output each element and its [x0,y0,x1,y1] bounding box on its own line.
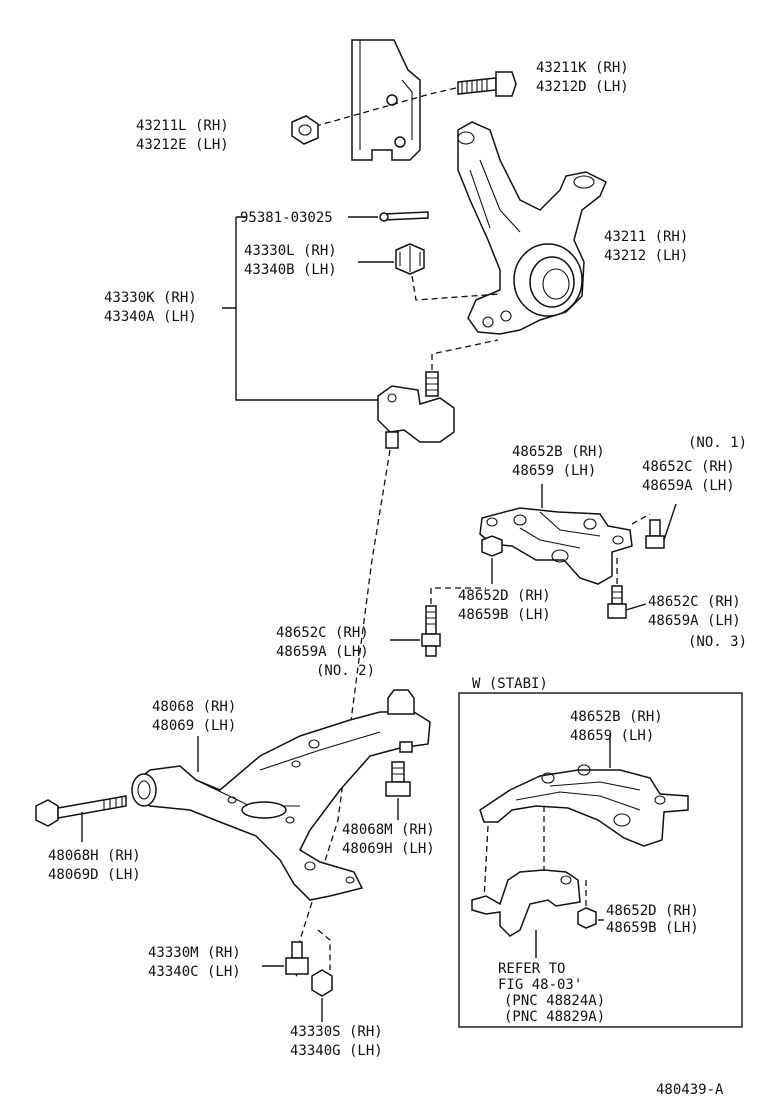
ball-joint-nut [311,969,333,1022]
label-castle-nut-rh: 43330L (RH) [244,243,337,259]
label-knuckle-nut-rh: 43211L (RH) [136,118,229,134]
label-bolt-no3-rh: 48652C (RH) [648,594,741,610]
label-refer-2: FIG 48-03' [498,977,582,993]
cotter-pin [348,211,429,222]
label-cotter-pin: 95381-03025 [240,210,333,226]
label-long-bolt-rh: 48068H (RH) [48,848,141,864]
label-bracket-top-rh: 48652B (RH) [512,444,605,460]
label-knuckle-nut-lh: 43212E (LH) [136,137,229,153]
bracket-nut [481,535,503,584]
label-refer-3: (PNC 48824A) [504,993,605,1009]
label-lower-arm-rh: 48068 (RH) [152,699,236,715]
labels: 43211K (RH) 43212D (LH) 43211L (RH) 4321… [48,60,747,1098]
label-knuckle-rh: 43211 (RH) [604,229,688,245]
label-no2-tag: (NO. 2) [316,663,375,679]
label-no3-tag: (NO. 3) [688,634,747,650]
strut-illustration [351,39,421,161]
label-no1-tag: (NO. 1) [688,435,747,451]
label-bolt-no1-lh: 48659A (LH) [642,478,735,494]
label-arm-bolt-lh: 48069H (LH) [342,841,435,857]
label-ball-joint-rh: 43330K (RH) [104,290,197,306]
label-knuckle-lh: 43212 (LH) [604,248,688,264]
bracket-bolt-no2 [390,587,486,657]
label-bolt-no1-rh: 48652C (RH) [642,459,735,475]
lower-arm-bolt-long [35,795,127,842]
label-knuckle-bolt-lh: 43212D (LH) [536,79,629,95]
inset-title: W (STABI) [472,676,548,692]
label-castle-nut-lh: 43340B (LH) [244,262,337,278]
knuckle-bolt [315,71,517,127]
label-bj-nut-rh: 43330S (RH) [290,1024,383,1040]
label-bolt-no3-lh: 48659A (LH) [648,613,741,629]
label-refer-1: REFER TO [498,961,565,977]
bracket-bolt-no1 [631,503,677,549]
ball-joint-bolt [262,929,331,975]
label-lower-arm-lh: 48069 (LH) [152,718,236,734]
bracket-bolt-no3 [607,556,647,619]
label-bj-nut-lh: 43340G (LH) [290,1043,383,1059]
inset-nut [577,880,604,929]
ball-joint [295,339,499,981]
stabilizer-bracket [479,484,633,585]
label-knuckle-bolt-rh: 43211K (RH) [536,60,629,76]
castle-nut [358,243,501,301]
label-arm-bolt-rh: 48068M (RH) [342,822,435,838]
label-bracket-nut-rh: 48652D (RH) [458,588,551,604]
label-inset-nut-lh: 48659B (LH) [606,920,699,936]
lower-arm-bolt [385,761,411,820]
label-long-bolt-lh: 48069D (LH) [48,867,141,883]
label-bracket-top-lh: 48659 (LH) [512,463,596,479]
label-bolt-no2-rh: 48652C (RH) [276,625,369,641]
knuckle-nut [291,115,319,145]
steering-knuckle [457,121,607,335]
label-bracket-nut-lh: 48659B (LH) [458,607,551,623]
label-inset-bracket-rh: 48652B (RH) [570,709,663,725]
label-inset-bracket-lh: 48659 (LH) [570,728,654,744]
lower-control-arm [131,689,431,901]
label-refer-4: (PNC 48829A) [504,1009,605,1025]
stabi-inset-frame [458,692,743,1028]
label-inset-nut-rh: 48652D (RH) [606,903,699,919]
inset-bracket [479,736,689,901]
ball-joint-leader [222,216,378,401]
figure-number: 480439-A [656,1082,724,1098]
inset-bushing [471,869,581,958]
label-bj-bolt-rh: 43330M (RH) [148,945,241,961]
label-ball-joint-lh: 43340A (LH) [104,309,197,325]
label-bj-bolt-lh: 43340C (LH) [148,964,241,980]
label-bolt-no2-lh: 48659A (LH) [276,644,369,660]
